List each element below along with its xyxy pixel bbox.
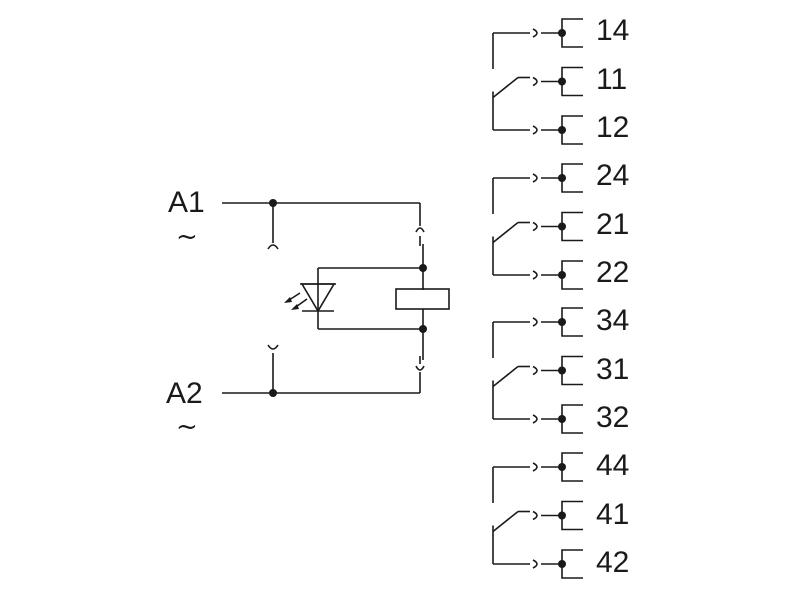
a1-ac-symbol: ~ — [176, 222, 198, 252]
terminal-bracket — [561, 115, 583, 145]
terminal-label: 32 — [596, 401, 630, 434]
contact-group — [492, 18, 583, 145]
terminal-label: 31 — [596, 353, 630, 386]
plug-connector-icon — [532, 462, 538, 472]
led-light-arrows-icon — [284, 292, 308, 310]
terminal-bracket — [561, 404, 583, 434]
terminal-label: 14 — [596, 14, 630, 47]
contact-group — [492, 163, 583, 290]
plug-connector-icon — [532, 76, 538, 87]
terminal-label: 34 — [596, 304, 630, 337]
plug-connector-icon — [532, 173, 538, 183]
terminal-bracket — [561, 452, 583, 482]
plug-connector-icon — [532, 510, 538, 521]
switch-blade — [492, 76, 519, 99]
terminal-label: 41 — [596, 498, 630, 531]
terminal-bracket — [561, 549, 583, 579]
terminal-bracket — [561, 163, 583, 193]
relay-coil — [395, 288, 450, 310]
led-diode-icon — [300, 283, 336, 313]
plug-connector-icon — [532, 125, 538, 135]
terminal-label: 44 — [596, 449, 630, 482]
terminal-label: 22 — [596, 256, 630, 289]
terminal-bracket — [561, 211, 583, 242]
plug-connector-icon — [532, 365, 538, 376]
terminal-bracket — [561, 260, 583, 290]
terminal-label: 24 — [596, 159, 630, 192]
terminal-label: 42 — [596, 546, 630, 579]
switch-blade — [492, 365, 519, 388]
plug-connector-icon — [532, 270, 538, 280]
plug-connector-icon — [532, 221, 538, 232]
a1-label: A1 — [168, 186, 205, 219]
switch-blade — [492, 510, 519, 533]
contact-group — [492, 452, 583, 579]
coil-bottom-plug — [415, 365, 425, 371]
terminal-label: 12 — [596, 111, 630, 144]
plug-connector-icon — [532, 559, 538, 569]
terminal-bracket — [561, 66, 583, 97]
terminal-bracket — [561, 355, 583, 386]
terminal-bracket — [561, 18, 583, 48]
terminal-label: 11 — [596, 63, 628, 96]
coil-circuit — [222, 199, 450, 397]
switch-blade — [492, 221, 519, 244]
plug-connector-icon — [532, 414, 538, 424]
terminal-bracket — [561, 500, 583, 531]
coil-top-plug — [415, 227, 425, 233]
terminal-label: 21 — [596, 208, 630, 241]
a1-plug — [267, 244, 279, 250]
a2-ac-symbol: ~ — [176, 412, 198, 442]
plug-connector-icon — [532, 317, 538, 327]
a2-label: A2 — [166, 377, 203, 410]
terminal-bracket — [561, 307, 583, 337]
contact-groups — [492, 18, 583, 579]
contact-group — [492, 307, 583, 434]
plug-connector-icon — [532, 28, 538, 38]
a2-plug — [267, 344, 279, 350]
